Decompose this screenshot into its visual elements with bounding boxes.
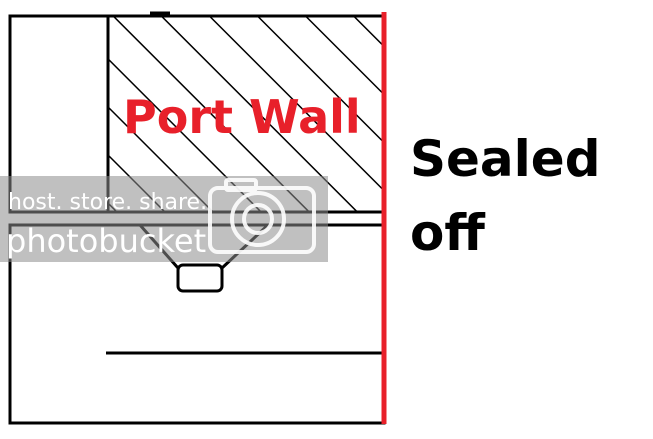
camera-icon: [208, 178, 316, 254]
sealed-label-line2: off: [410, 204, 485, 262]
photobucket-watermark: host. store. share. photobucket: [0, 176, 328, 262]
sealed-label-line1: Sealed: [410, 130, 601, 188]
watermark-brand: photobucket: [6, 222, 206, 260]
watermark-tagline: host. store. share.: [8, 190, 207, 215]
port-wall-label: Port Wall: [123, 90, 361, 144]
